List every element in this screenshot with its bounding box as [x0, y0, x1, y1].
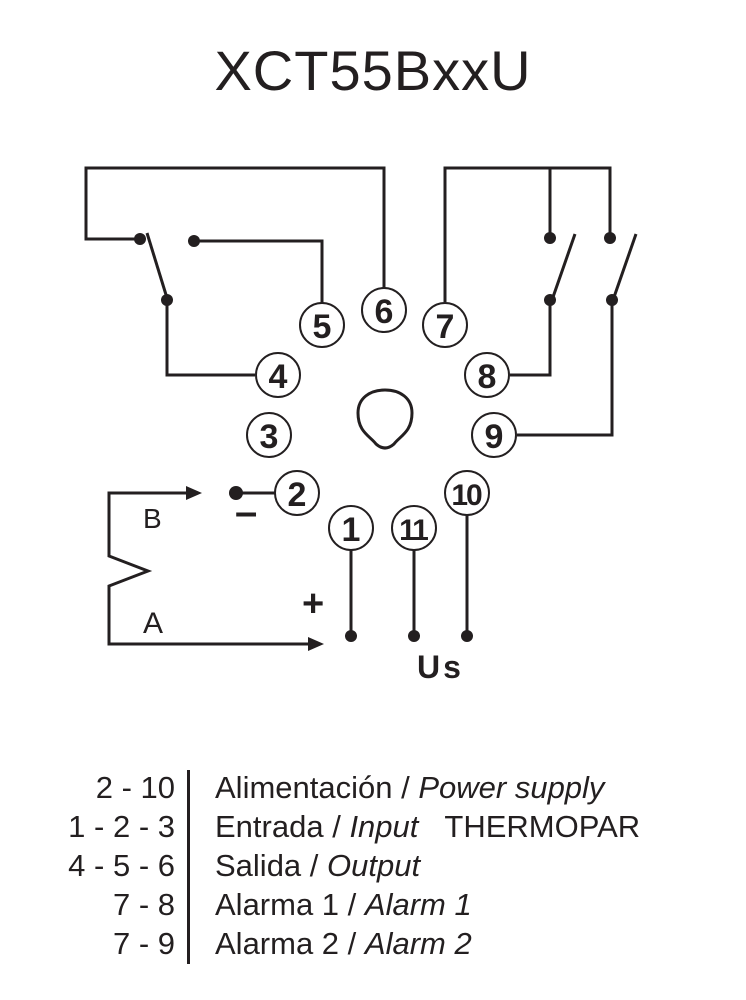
legend-en: Input [349, 809, 419, 844]
legend-pins: 7 - 8 [112, 887, 175, 922]
pin-5: 5 [299, 302, 345, 348]
legend-es: Alarma 2 / [215, 926, 357, 961]
power-supply-wiring [408, 515, 473, 642]
pin-3-label: 3 [260, 418, 279, 456]
pin-11: 11 [391, 505, 437, 551]
pin-10: 10 [444, 470, 490, 516]
pin-5-label: 5 [313, 308, 332, 346]
pin-1-label: 1 [342, 511, 361, 549]
pin-10-label: 10 [451, 479, 482, 512]
terminal-legend: 2 - 10 Alimentación / Power supply 1 - 2… [0, 770, 746, 965]
alarm1-contact-bottom [544, 294, 556, 306]
pin-1: 1 [328, 505, 374, 551]
diagram-title: XCT55BxxU [214, 39, 532, 102]
legend-es: Entrada / [215, 809, 341, 844]
pin-9: 9 [471, 412, 517, 458]
pin-7: 7 [422, 302, 468, 348]
alarm2-contact-bottom [606, 294, 618, 306]
legend-description: Alarma 2 / Alarm 2 [215, 926, 472, 962]
legend-description: Alimentación / Power supply [215, 770, 604, 806]
arrow-a [308, 637, 324, 651]
legend-description: Alarma 1 / Alarm 1 [215, 887, 472, 923]
label-minus: – [235, 490, 257, 534]
label-a: A [143, 607, 163, 640]
pin-6-label: 6 [375, 293, 394, 331]
legend-description: Entrada / Input THERMOPAR [215, 809, 640, 845]
legend-pins: 7 - 9 [112, 926, 175, 961]
input-contact-plus [345, 630, 357, 642]
output-contact-switch [161, 294, 173, 306]
legend-pins: 1 - 2 - 3 [68, 809, 175, 844]
thermocouple-input [107, 486, 357, 651]
legend-pins: 4 - 5 - 6 [68, 848, 175, 883]
legend-es: Salida / [215, 848, 319, 883]
supply-contact-10 [461, 630, 473, 642]
legend-es: Alimentación / [215, 770, 410, 805]
output-contact-common [134, 233, 146, 245]
supply-contact-11 [408, 630, 420, 642]
pin-4-label: 4 [269, 358, 288, 396]
label-us: Us [417, 649, 464, 685]
output-relay-wiring [84, 166, 386, 377]
legend-description: Salida / Output [215, 848, 420, 884]
legend-en: Alarm 1 [364, 887, 472, 922]
label-b: B [143, 503, 162, 534]
pin-3: 3 [246, 412, 292, 458]
legend-row: 7 - 9 Alarma 2 / Alarm 2 [0, 926, 746, 965]
pin-2: 2 [274, 470, 320, 516]
pin-8-label: 8 [478, 358, 497, 396]
legend-divider [187, 770, 190, 964]
legend-en: Power supply [418, 770, 605, 805]
socket-key-icon [356, 388, 414, 450]
legend-en: Alarm 2 [364, 926, 472, 961]
pin-9-label: 9 [485, 418, 504, 456]
input-contact-minus [229, 486, 243, 500]
pin-2-label: 2 [288, 476, 307, 514]
legend-es: Alarma 1 / [215, 887, 357, 922]
legend-pins: 2 - 10 [95, 770, 175, 805]
legend-extra: THERMOPAR [444, 809, 641, 844]
legend-row: 2 - 10 Alimentación / Power supply [0, 770, 746, 809]
alarm-relays-wiring [443, 166, 638, 437]
output-contact-no [188, 235, 200, 247]
legend-en: Output [327, 848, 421, 883]
legend-row: 1 - 2 - 3 Entrada / Input THERMOPAR [0, 809, 746, 848]
wiring-diagram: 1 2 3 4 5 6 7 8 9 10 11 B A – + U [84, 166, 638, 685]
legend-row: 7 - 8 Alarma 1 / Alarm 1 [0, 887, 746, 926]
pin-6: 6 [361, 287, 407, 333]
alarm2-contact-top [604, 232, 616, 244]
pin-4: 4 [255, 352, 301, 398]
arrow-b [186, 486, 202, 500]
alarm1-contact-top [544, 232, 556, 244]
pin-7-label: 7 [436, 308, 455, 346]
legend-row: 4 - 5 - 6 Salida / Output [0, 848, 746, 887]
label-plus: + [302, 583, 324, 625]
pin-8: 8 [464, 352, 510, 398]
pin-11-label: 11 [399, 514, 428, 547]
